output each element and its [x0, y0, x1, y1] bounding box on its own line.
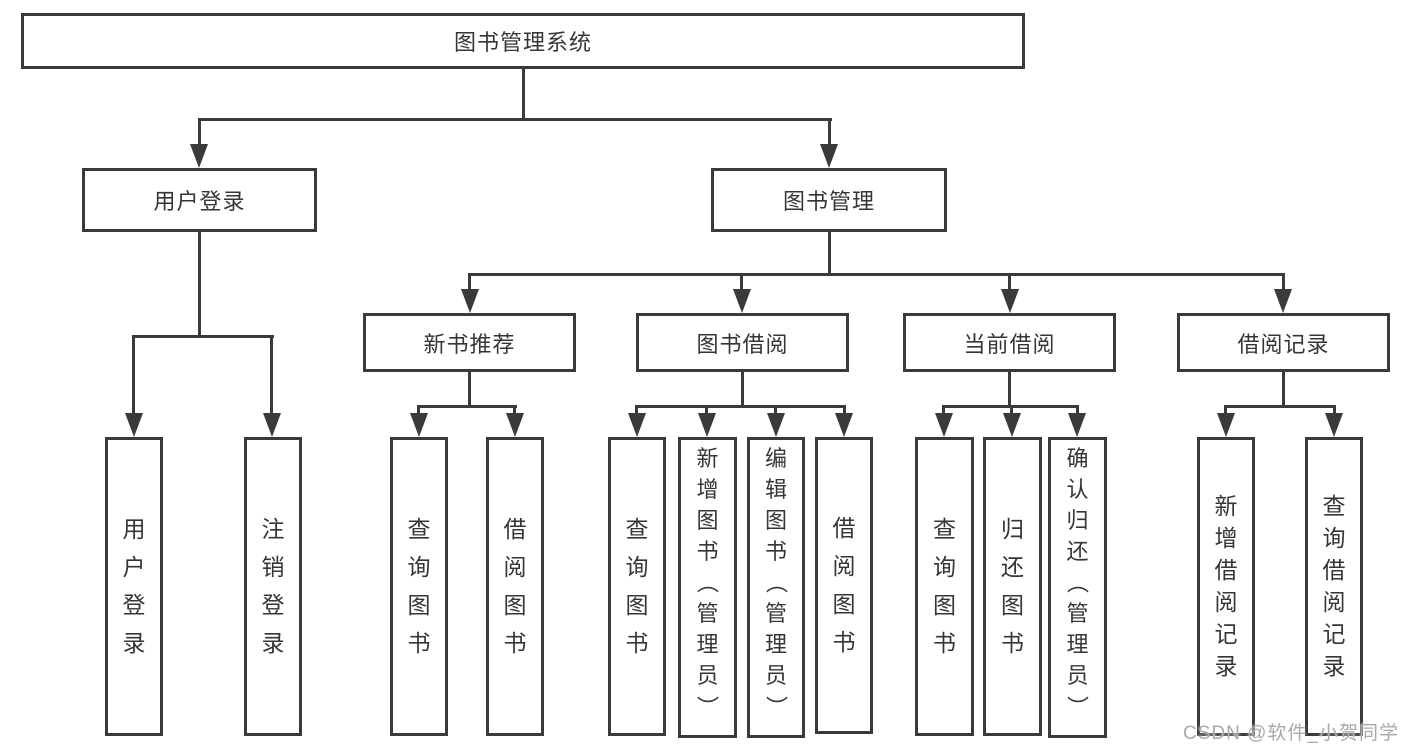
arrowhead-g2-l2 [506, 413, 524, 437]
node-library-system-label: 图书管理系统 [453, 30, 592, 55]
edge-g3-l4 [843, 405, 846, 417]
leaf-confirm-return-admin: 确认归还（管理员） [1048, 437, 1107, 738]
edge-g3-l1 [635, 405, 638, 417]
edge-to-new-book [468, 273, 471, 293]
edge-to-book-borrow [740, 273, 743, 293]
edge-g5-l1 [1224, 405, 1227, 417]
arrowhead-g3-l4 [835, 413, 853, 437]
edge-book-management-stem [828, 232, 831, 273]
node-user-login-label: 用户登录 [153, 189, 246, 214]
leaf-borrow-book-1: 借阅图书 [486, 437, 544, 736]
leaf-user-login: 用户登录 [105, 437, 163, 736]
edge-new-book-split [417, 405, 517, 408]
edge-to-leaf-logout [270, 335, 273, 415]
arrowhead-g5-l1 [1217, 413, 1235, 437]
node-library-system: 图书管理系统 [21, 13, 1025, 69]
arrowhead-g3-l3 [767, 413, 785, 437]
arrowhead-g4-l2 [1003, 413, 1021, 437]
arrowhead-g4-l3 [1068, 413, 1086, 437]
node-book-management: 图书管理 [711, 168, 947, 232]
arrowhead-g3-l1 [628, 413, 646, 437]
edge-g4-l3 [1076, 405, 1079, 417]
arrowhead-g3-l2 [698, 413, 716, 437]
edge-current-borrow-stem [1008, 372, 1011, 405]
csdn-watermark: CSDN @软件_小贺同学 [1183, 723, 1399, 744]
arrowhead-new-book [461, 289, 479, 313]
edge-to-book-management [828, 118, 831, 150]
edge-root-stem [522, 69, 525, 118]
edge-root-split [198, 118, 832, 121]
edge-to-user-login [198, 118, 201, 150]
edge-g2-l2 [513, 405, 516, 417]
edge-book-borrow-split [635, 405, 846, 408]
node-book-borrow-label: 图书借阅 [696, 331, 789, 357]
arrowhead-g2-l1 [410, 413, 428, 437]
arrowhead-borrow-record [1274, 289, 1292, 313]
edge-new-book-stem [468, 372, 471, 405]
arrowhead-current-borrow [1001, 289, 1019, 313]
edge-borrow-record-stem [1282, 372, 1285, 405]
edge-to-leaf-login [132, 335, 135, 415]
arrowhead-book-management [820, 144, 838, 168]
node-book-management-label: 图书管理 [782, 189, 875, 214]
node-current-borrow-label: 当前借阅 [963, 331, 1056, 357]
node-borrow-record-label: 借阅记录 [1237, 331, 1330, 357]
arrowhead-g5-l2 [1325, 413, 1343, 437]
edge-g5-l2 [1333, 405, 1336, 417]
edge-g4-l1 [942, 405, 945, 417]
node-user-login: 用户登录 [82, 168, 317, 232]
edge-g3-l3 [774, 405, 777, 417]
arrowhead-leaf-login [125, 413, 143, 437]
edge-g2-l1 [417, 405, 420, 417]
leaf-query-borrow-record: 查询借阅记录 [1305, 437, 1363, 736]
leaf-edit-book-admin: 编辑图书（管理员） [747, 437, 805, 738]
leaf-query-book-1: 查询图书 [390, 437, 448, 736]
node-current-borrow: 当前借阅 [903, 313, 1116, 372]
leaf-add-book-admin: 新增图书（管理员） [678, 437, 737, 738]
node-book-borrow: 图书借阅 [636, 313, 849, 372]
leaf-borrow-book-2: 借阅图书 [815, 437, 873, 734]
node-new-book-recommend: 新书推荐 [363, 313, 576, 372]
edge-g4-l2 [1010, 405, 1013, 417]
edge-user-login-stem [198, 232, 201, 335]
node-new-book-recommend-label: 新书推荐 [423, 331, 516, 357]
arrowhead-g4-l1 [935, 413, 953, 437]
leaf-query-book-2: 查询图书 [608, 437, 666, 736]
edge-user-login-split [132, 335, 274, 338]
arrowhead-book-borrow [733, 289, 751, 313]
leaf-return-book: 归还图书 [983, 437, 1042, 736]
leaf-logout: 注销登录 [244, 437, 302, 736]
edge-book-borrow-stem [741, 372, 744, 405]
edge-g3-l2 [705, 405, 708, 417]
arrowhead-user-login [190, 144, 208, 168]
edge-to-current-borrow [1008, 273, 1011, 293]
edge-to-borrow-record [1282, 273, 1285, 293]
arrowhead-leaf-logout [263, 413, 281, 437]
edge-book-management-split [468, 273, 1285, 276]
edge-borrow-record-split [1224, 405, 1336, 408]
node-borrow-record: 借阅记录 [1177, 313, 1390, 372]
leaf-add-borrow-record: 新增借阅记录 [1197, 437, 1255, 736]
leaf-query-book-3: 查询图书 [915, 437, 974, 736]
